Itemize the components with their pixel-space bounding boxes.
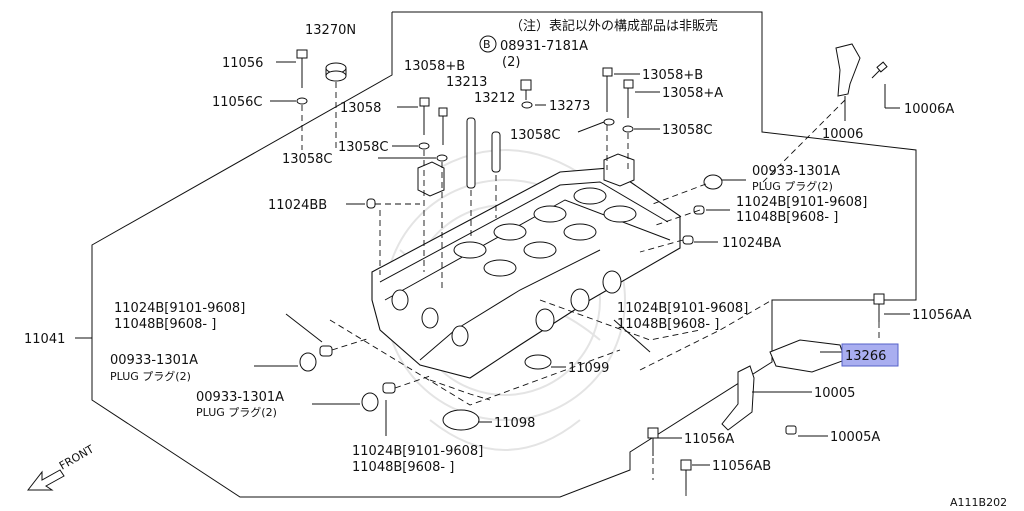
label-08931: 08931-7181A	[500, 39, 588, 54]
label-00933-top-sub: PLUG プラグ(2)	[752, 179, 833, 193]
label-13058C-3: 13058C	[510, 128, 560, 143]
label-13273: 13273	[549, 99, 590, 114]
label-13058C-1: 13058C	[338, 140, 388, 155]
header-note: （注）表記以外の構成部品は非販売	[510, 18, 718, 34]
label-13212: 13212	[474, 91, 515, 106]
label-10005A: 10005A	[830, 430, 880, 445]
label-13058A: 13058+A	[662, 86, 723, 101]
label-00933-top: 00933-1301A	[752, 164, 840, 179]
ref-b-icon	[479, 35, 497, 53]
label-11056C: 11056C	[212, 95, 262, 110]
front-label: FRONT	[57, 442, 96, 472]
label-00933-bot-sub: PLUG プラグ(2)	[196, 405, 277, 419]
label-00933-left: 00933-1301A	[110, 353, 198, 368]
label-11056AA: 11056AA	[912, 308, 972, 323]
label-11098: 11098	[494, 416, 535, 431]
cylinder-head-11041	[371, 167, 681, 379]
label-08931-qty: (2)	[502, 55, 520, 70]
leader-lines	[75, 61, 910, 466]
label-11056AB: 11056AB	[712, 459, 771, 474]
label-13058C-2: 13058C	[282, 152, 332, 167]
label-13058C-4: 13058C	[662, 123, 712, 138]
label-13058B-right: 13058+B	[642, 68, 703, 83]
label-11048B-mid: 11048B[9608- ]	[617, 317, 719, 332]
label-00933-bot: 00933-1301A	[196, 390, 284, 405]
label-11024BA: 11024BA	[722, 236, 781, 251]
label-11099: 11099	[568, 361, 609, 376]
label-11048B-left: 11048B[9608- ]	[114, 317, 216, 332]
label-11024B-mid: 11024B[9101-9608]	[617, 301, 748, 316]
label-00933-left-sub: PLUG プラグ(2)	[110, 369, 191, 383]
label-13058B-left: 13058+B	[404, 59, 465, 74]
label-11048B-top: 11048B[9608- ]	[736, 210, 838, 225]
label-11024B-bot: 11024B[9101-9608]	[352, 444, 483, 459]
ref-code: A111B202	[950, 496, 1007, 509]
group-boundary	[91, 11, 917, 498]
label-10006A: 10006A	[904, 102, 954, 117]
label-11056: 11056	[222, 56, 263, 71]
label-11024B-top: 11024B[9101-9608]	[736, 195, 867, 210]
ref-b-glyph: B	[483, 38, 491, 51]
highlight-13266	[841, 343, 899, 367]
label-11048B-bot: 11048B[9608- ]	[352, 460, 454, 475]
front-arrow: FRONT	[26, 442, 96, 491]
label-11024BB: 11024BB	[268, 198, 327, 213]
labels: （注）表記以外の構成部品は非販売 B 08931-7181A (2) 13270…	[24, 18, 1007, 509]
label-11041: 11041	[24, 332, 65, 347]
label-11056A: 11056A	[684, 432, 734, 447]
label-11024B-left: 11024B[9101-9608]	[114, 301, 245, 316]
port-holes	[391, 270, 622, 347]
cam-journals	[453, 187, 637, 277]
label-10006: 10006	[822, 127, 863, 142]
small-parts	[296, 43, 888, 490]
label-13058: 13058	[340, 101, 381, 116]
label-13213: 13213	[446, 75, 487, 90]
label-13266: 13266	[845, 349, 886, 364]
label-10005: 10005	[814, 386, 855, 401]
label-13270N: 13270N	[305, 23, 356, 38]
